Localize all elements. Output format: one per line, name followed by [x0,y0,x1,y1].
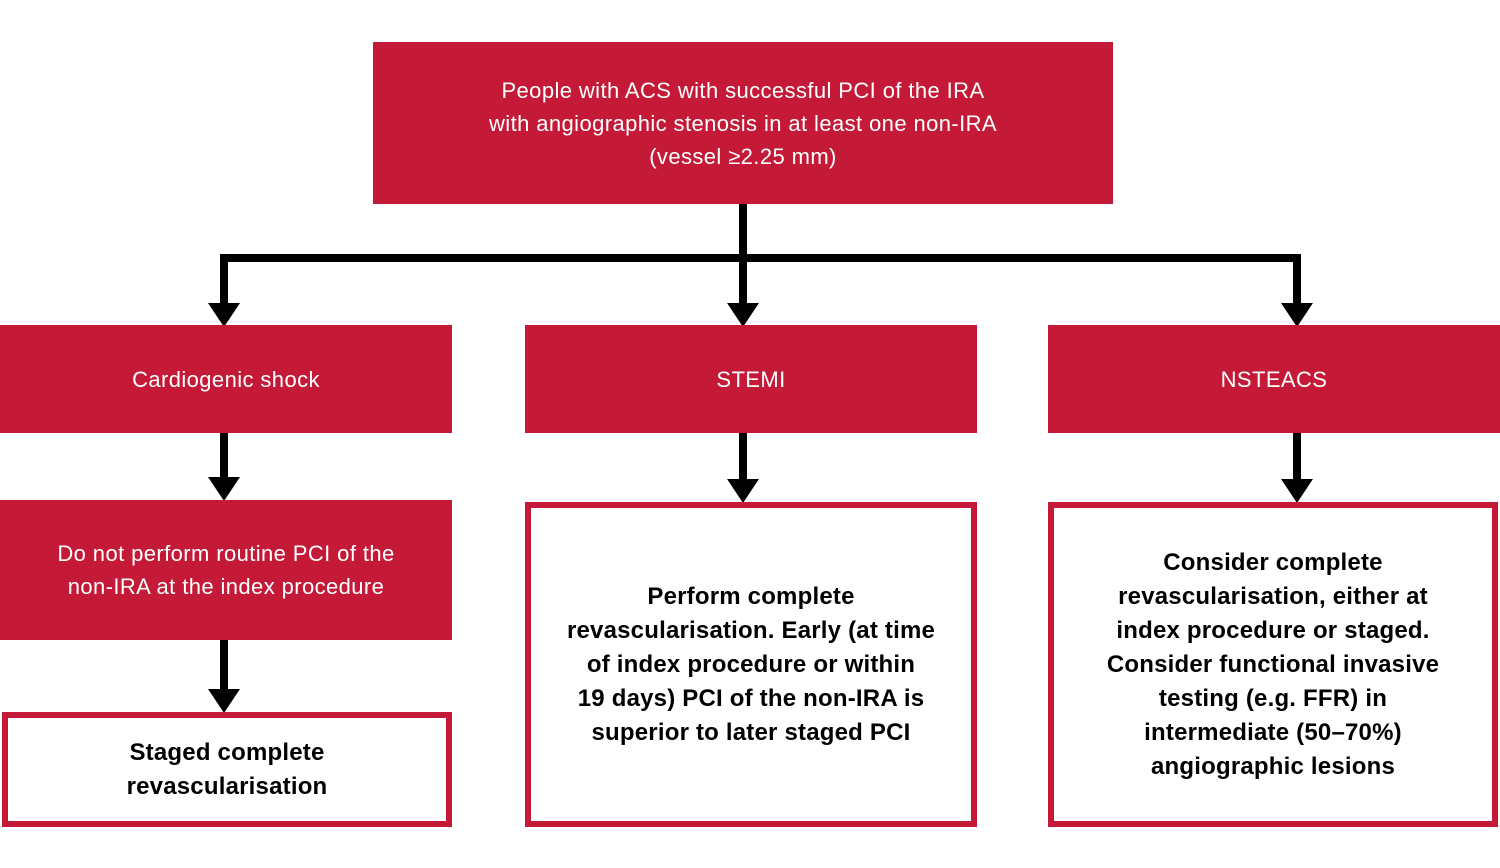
node-nsteacs-action: Consider complete revascularisation, eit… [1048,502,1498,827]
node-nsteacs-action-text: Consider complete revascularisation, eit… [1106,548,1440,780]
arrow-split-to-stemi [727,254,759,327]
arrow-split-to-cardiogenic [208,254,240,327]
node-root-text: People with ACS with successful PCI of t… [489,77,997,169]
node-branch-cardiogenic-shock: Cardiogenic shock [0,325,452,433]
node-branch-nsteacs: NSTEACS [1048,325,1500,433]
arrow-nsteacs-to-action [1281,433,1313,503]
arrow-split-to-nsteacs [1281,254,1313,327]
node-branch-nsteacs-label: NSTEACS [1220,366,1328,392]
arrow-stemi-to-action [727,433,759,503]
node-stemi-action-text: Perform complete revascularisation. Earl… [566,582,936,746]
node-branch-stemi-label: STEMI [716,366,786,392]
node-branch-stemi: STEMI [525,325,977,433]
arrow-action-to-outcome [208,640,240,713]
arrow-root-to-split [220,204,1301,262]
node-branch-cardiogenic-shock-label: Cardiogenic shock [132,366,320,392]
node-root: People with ACS with successful PCI of t… [373,42,1113,204]
node-cardiogenic-action: Do not perform routine PCI of the non-IR… [0,500,452,640]
node-cardiogenic-outcome-text: Staged complete revascularisation [126,738,328,800]
node-cardiogenic-action-text: Do not perform routine PCI of the non-IR… [57,541,395,599]
node-stemi-action: Perform complete revascularisation. Earl… [525,502,977,827]
node-cardiogenic-outcome: Staged complete revascularisation [2,712,452,827]
arrow-cardiogenic-to-action [208,433,240,501]
